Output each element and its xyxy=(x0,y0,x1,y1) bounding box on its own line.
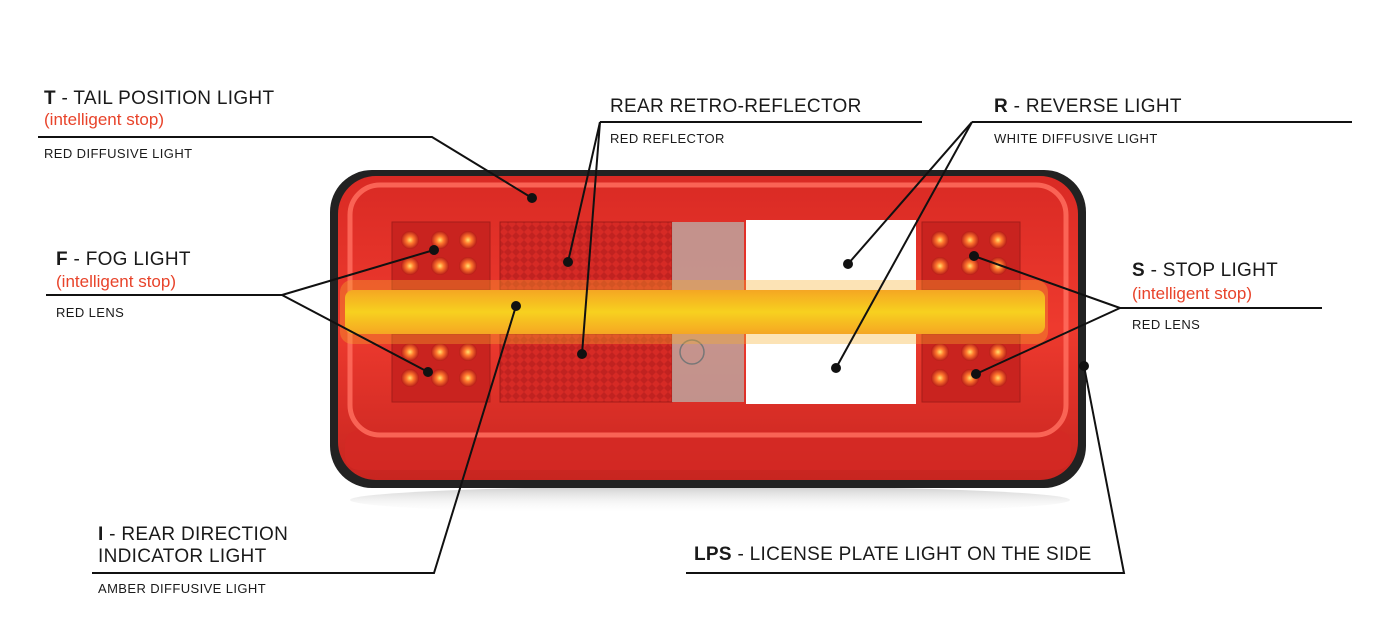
reverse-title: R - REVERSE LIGHT xyxy=(994,96,1182,118)
reflector-dot-lower xyxy=(577,349,587,359)
stop-led-module-upper xyxy=(921,221,1021,291)
lamp-lower-band xyxy=(345,430,1071,470)
reflector-leader-upper xyxy=(567,121,601,263)
fog-description: RED LENS xyxy=(56,305,125,320)
indicator-title: I - REAR DIRECTION xyxy=(98,524,288,546)
reflector-leader-lower xyxy=(581,121,601,355)
tail-dot xyxy=(527,193,537,203)
marking-circle xyxy=(679,339,705,365)
reverse-dot-lower xyxy=(831,363,841,373)
reverse-code: R xyxy=(994,96,1009,117)
tail-leader xyxy=(38,136,533,199)
tail-subtitle: (intelligent stop) xyxy=(44,110,165,129)
lps-dot xyxy=(1079,361,1089,371)
fog-leader-lower xyxy=(281,294,429,373)
tail-description: RED DIFFUSIVE LIGHT xyxy=(44,146,193,161)
fog-dot-upper xyxy=(429,245,439,255)
callout-dots xyxy=(423,193,1089,379)
stop-code: S xyxy=(1132,260,1145,281)
tail-code: T xyxy=(44,88,56,109)
stop-leader-lower xyxy=(975,307,1121,375)
reverse-lens-upper xyxy=(746,220,916,292)
lamp-shadow xyxy=(350,486,1070,514)
fog-title: F - FOG LIGHT xyxy=(56,249,191,271)
lps-title: LPS - LICENSE PLATE LIGHT ON THE SIDE xyxy=(694,544,1092,566)
fog-name: - FOG LIGHT xyxy=(67,249,191,270)
reverse-description: WHITE DIFFUSIVE LIGHT xyxy=(994,131,1158,146)
indicator-name: - REAR DIRECTION xyxy=(103,524,289,545)
reflector-description: RED REFLECTOR xyxy=(610,131,725,146)
indicator-dot xyxy=(511,301,521,311)
stop-dot-lower xyxy=(971,369,981,379)
stop-description: RED LENS xyxy=(1132,317,1201,332)
lps-code: LPS xyxy=(694,544,732,565)
lps-name: - LICENSE PLATE LIGHT ON THE SIDE xyxy=(731,544,1092,565)
reflector-title: REAR RETRO-REFLECTOR xyxy=(610,96,862,117)
reverse-leader-lower xyxy=(835,121,973,369)
stop-led-module-lower xyxy=(921,333,1021,403)
stop-leader-upper xyxy=(973,255,1121,309)
stop-subtitle: (intelligent stop) xyxy=(1132,284,1253,303)
fog-dot-lower xyxy=(423,367,433,377)
tail-name: - TAIL POSITION LIGHT xyxy=(55,88,275,109)
stop-dot-upper xyxy=(969,251,979,261)
reflector-panel-upper xyxy=(499,221,673,291)
fog-leader-upper xyxy=(281,249,435,296)
stop-title: S - STOP LIGHT xyxy=(1132,260,1278,282)
stop-name: - STOP LIGHT xyxy=(1144,260,1279,281)
lps-leader xyxy=(686,365,1126,574)
fog-subtitle: (intelligent stop) xyxy=(56,272,177,291)
reverse-leader-upper xyxy=(847,121,973,265)
indicator-bar xyxy=(345,290,1045,334)
reflector-dot-upper xyxy=(563,257,573,267)
fog-code: F xyxy=(56,249,68,270)
indicator-title-line2: INDICATOR LIGHT xyxy=(98,546,267,567)
indicator-leader xyxy=(92,305,517,574)
fog-led-module-upper xyxy=(391,221,491,291)
fog-led-module-lower xyxy=(391,333,491,403)
indicator-description: AMBER DIFFUSIVE LIGHT xyxy=(98,581,267,596)
reverse-dot-upper xyxy=(843,259,853,269)
tail-title: T - TAIL POSITION LIGHT xyxy=(44,88,274,110)
indicator-code: I xyxy=(98,524,104,545)
reflector-panel-lower xyxy=(499,333,673,403)
reverse-name: - REVERSE LIGHT xyxy=(1008,96,1182,117)
leader-lines xyxy=(38,121,1352,574)
